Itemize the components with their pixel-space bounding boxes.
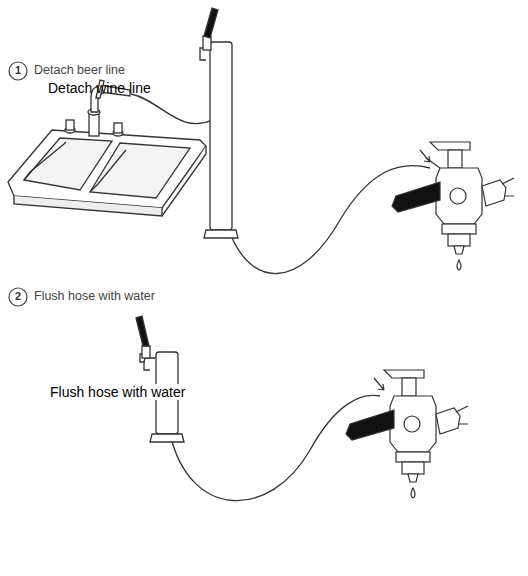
step-label: Flush hose with water xyxy=(34,289,155,303)
callout-number: 2 xyxy=(10,290,26,303)
step-label: Detach beer line xyxy=(34,63,125,77)
callout-number: 1 xyxy=(10,64,26,77)
tap-tower xyxy=(200,8,238,238)
keg-coupler xyxy=(392,142,514,270)
note-label: Flush hose with water xyxy=(48,384,187,400)
note-label: Detach wine line xyxy=(48,80,151,96)
hoses xyxy=(131,94,430,501)
sink xyxy=(8,80,206,216)
tap-tower xyxy=(136,316,184,442)
keg-coupler xyxy=(346,370,468,498)
